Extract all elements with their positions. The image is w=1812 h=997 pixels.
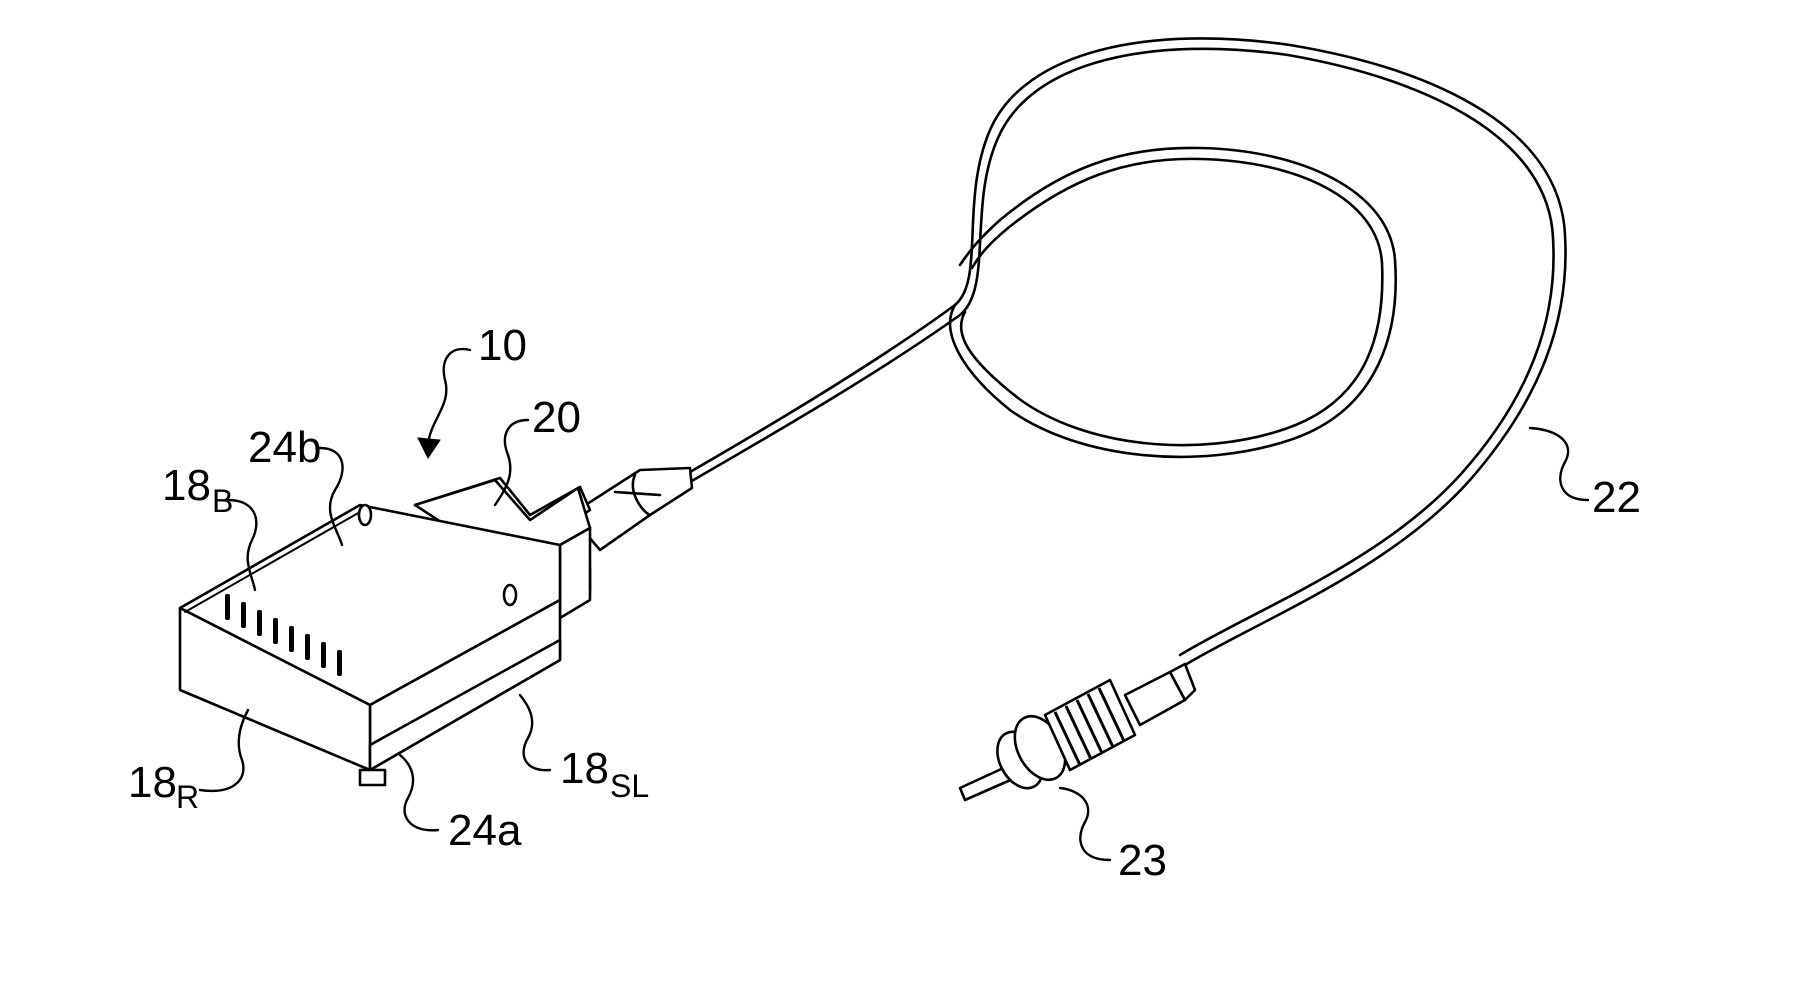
label-18SL-sub: SL: [610, 768, 649, 804]
fiber-connector: [960, 664, 1195, 800]
fiber-cable: [690, 38, 1566, 665]
label-10: 10: [478, 321, 527, 370]
fiber-cable-outer-strand: [690, 38, 1566, 665]
label-18B-main: 18: [162, 461, 211, 510]
label-18R-main: 18: [128, 758, 177, 807]
label-24b: 24b: [248, 423, 321, 472]
latch-opening-left: [359, 505, 371, 525]
label-24a: 24a: [448, 806, 522, 855]
label-23: 23: [1118, 836, 1167, 885]
sleeve-right-face: [560, 528, 590, 618]
label-22: 22: [1592, 473, 1641, 522]
latch-opening-right: [504, 585, 516, 605]
label-18R-sub: R: [176, 779, 199, 815]
label-18B-sub: B: [212, 483, 233, 519]
fiber-cable-outer-strand-inner: [690, 49, 1554, 655]
label-18SL-main: 18: [560, 744, 609, 793]
fiber-loop-inner: [950, 148, 1396, 457]
label-20: 20: [532, 393, 581, 442]
